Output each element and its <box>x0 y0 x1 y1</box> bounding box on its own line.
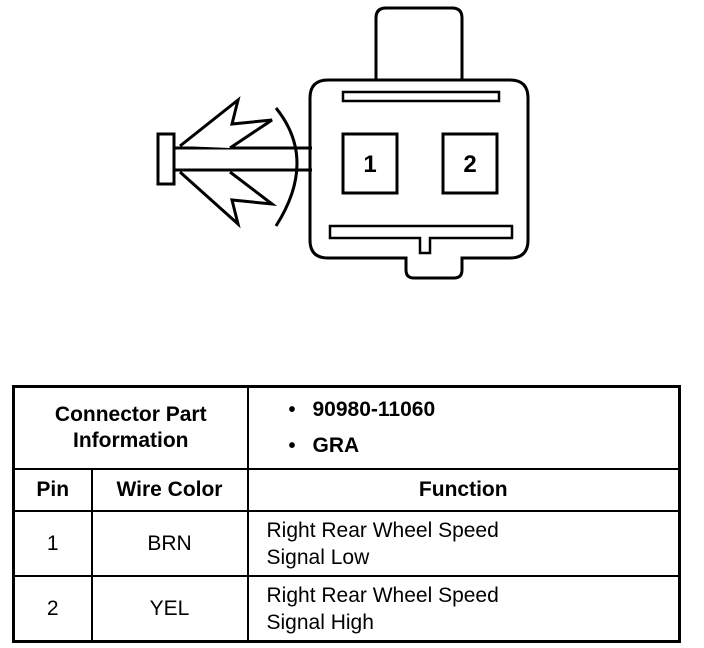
column-header-row: Pin Wire Color Function <box>12 468 681 512</box>
pin-cavity-1 <box>341 132 399 195</box>
wire-color-cell: BRN <box>90 510 249 577</box>
probe-head <box>156 132 176 186</box>
function-cell: Right Rear Wheel Speed Signal High <box>246 575 681 643</box>
part-info-header-line2: Information <box>73 429 189 452</box>
part-number: 90980-11060 <box>289 392 679 428</box>
connector-latch-tab <box>374 6 464 88</box>
pin-cell: 1 <box>12 510 93 577</box>
wire-color-cell: YEL <box>90 575 249 643</box>
pin-cell: 2 <box>12 575 93 643</box>
view-arrow-lower <box>178 170 278 229</box>
table-row: 2 YEL Right Rear Wheel Speed Signal High <box>12 575 681 643</box>
part-info-values: 90980-11060 GRA <box>246 385 681 470</box>
part-info-row: Connector Part Information 90980-11060 G… <box>12 385 681 470</box>
pin-2-label: 2 <box>463 151 476 178</box>
function-line: Signal High <box>266 610 374 634</box>
connector-bottom-key-slot <box>328 224 514 255</box>
pin-1-label: 1 <box>363 151 376 178</box>
function-line: Right Rear Wheel Speed <box>266 518 499 542</box>
view-arrow-upper <box>179 96 273 150</box>
view-arc <box>274 107 299 227</box>
function-line: Signal Low <box>266 545 370 569</box>
column-header-wire-color: Wire Color <box>90 468 249 512</box>
function-cell: Right Rear Wheel Speed Signal Low <box>246 510 681 577</box>
table-row: 1 BRN Right Rear Wheel Speed Signal Low <box>12 510 681 577</box>
column-header-pin: Pin <box>12 468 93 512</box>
connector-info-table: Connector Part Information 90980-11060 G… <box>12 385 681 643</box>
connector-top-slot <box>341 90 501 103</box>
part-info-header: Connector Part Information <box>12 385 249 470</box>
part-info-header-line1: Connector Part <box>54 403 207 426</box>
column-header-function: Function <box>246 468 681 512</box>
part-color-code: GRA <box>289 428 679 464</box>
function-line: Right Rear Wheel Speed <box>266 583 499 607</box>
pin-cavity-2 <box>441 132 499 195</box>
